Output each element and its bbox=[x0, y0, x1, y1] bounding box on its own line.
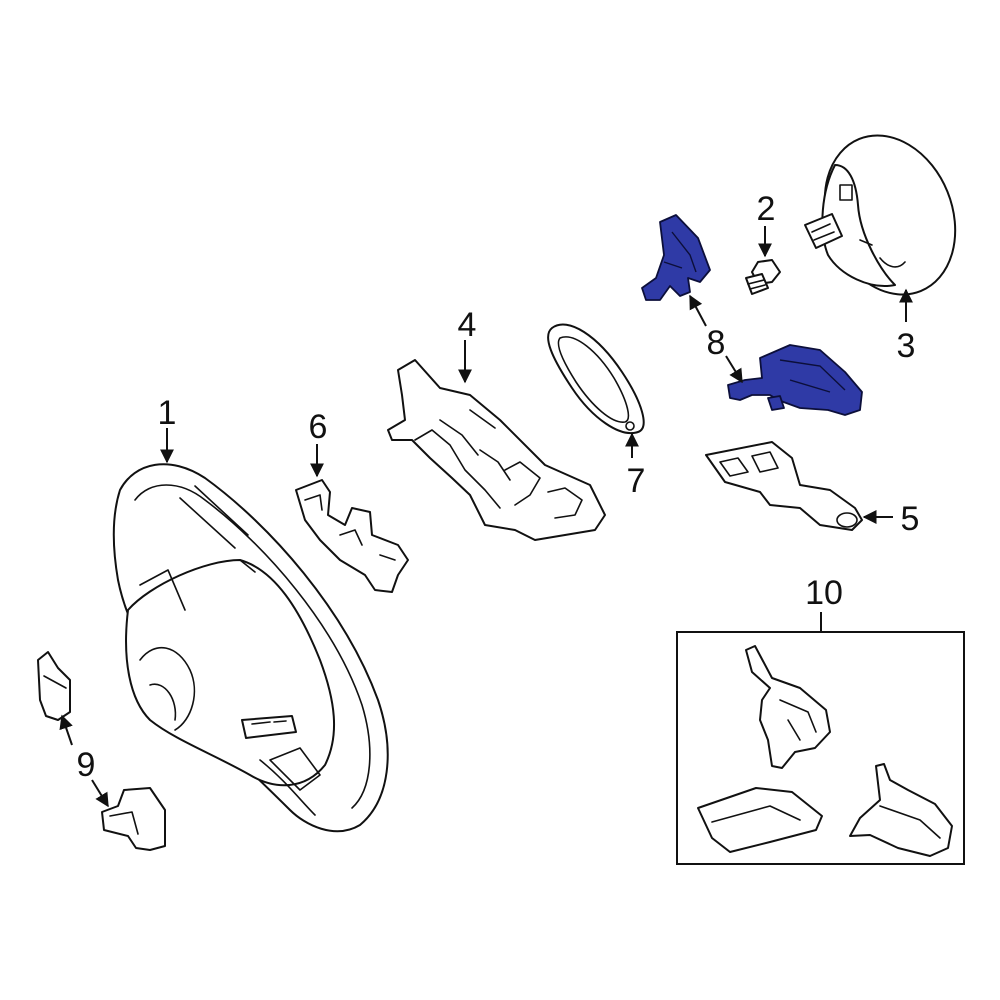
part-7-emblem[interactable] bbox=[547, 323, 645, 435]
leader-8b bbox=[725, 355, 743, 384]
callout-4: 4 bbox=[458, 306, 477, 344]
part-2-bolt[interactable] bbox=[745, 259, 781, 295]
part-1-steering-wheel[interactable] bbox=[112, 463, 389, 833]
leader-9a bbox=[59, 714, 73, 746]
callout-6: 6 bbox=[309, 408, 328, 446]
part-8-switch-lower[interactable] bbox=[727, 344, 863, 416]
leader-8a bbox=[689, 294, 707, 327]
callout-10: 10 bbox=[805, 574, 843, 612]
callout-5: 5 bbox=[901, 500, 920, 538]
leader-9b bbox=[91, 779, 109, 808]
callout-1: 1 bbox=[158, 394, 177, 432]
part-9-trim-pieces[interactable] bbox=[37, 651, 166, 851]
callout-7: 7 bbox=[627, 462, 646, 500]
part-10-kit-box[interactable] bbox=[676, 631, 965, 865]
part-3-air-bag[interactable] bbox=[802, 116, 978, 315]
part-5-lower-cover[interactable] bbox=[705, 441, 863, 531]
callout-2: 2 bbox=[757, 190, 776, 228]
callout-8: 8 bbox=[707, 324, 726, 362]
part-4-trim-cover[interactable] bbox=[387, 359, 606, 541]
callout-3: 3 bbox=[897, 327, 916, 365]
part-8-switch-upper[interactable] bbox=[641, 214, 711, 301]
part-6-bracket[interactable] bbox=[295, 479, 409, 593]
callout-9: 9 bbox=[77, 746, 96, 784]
